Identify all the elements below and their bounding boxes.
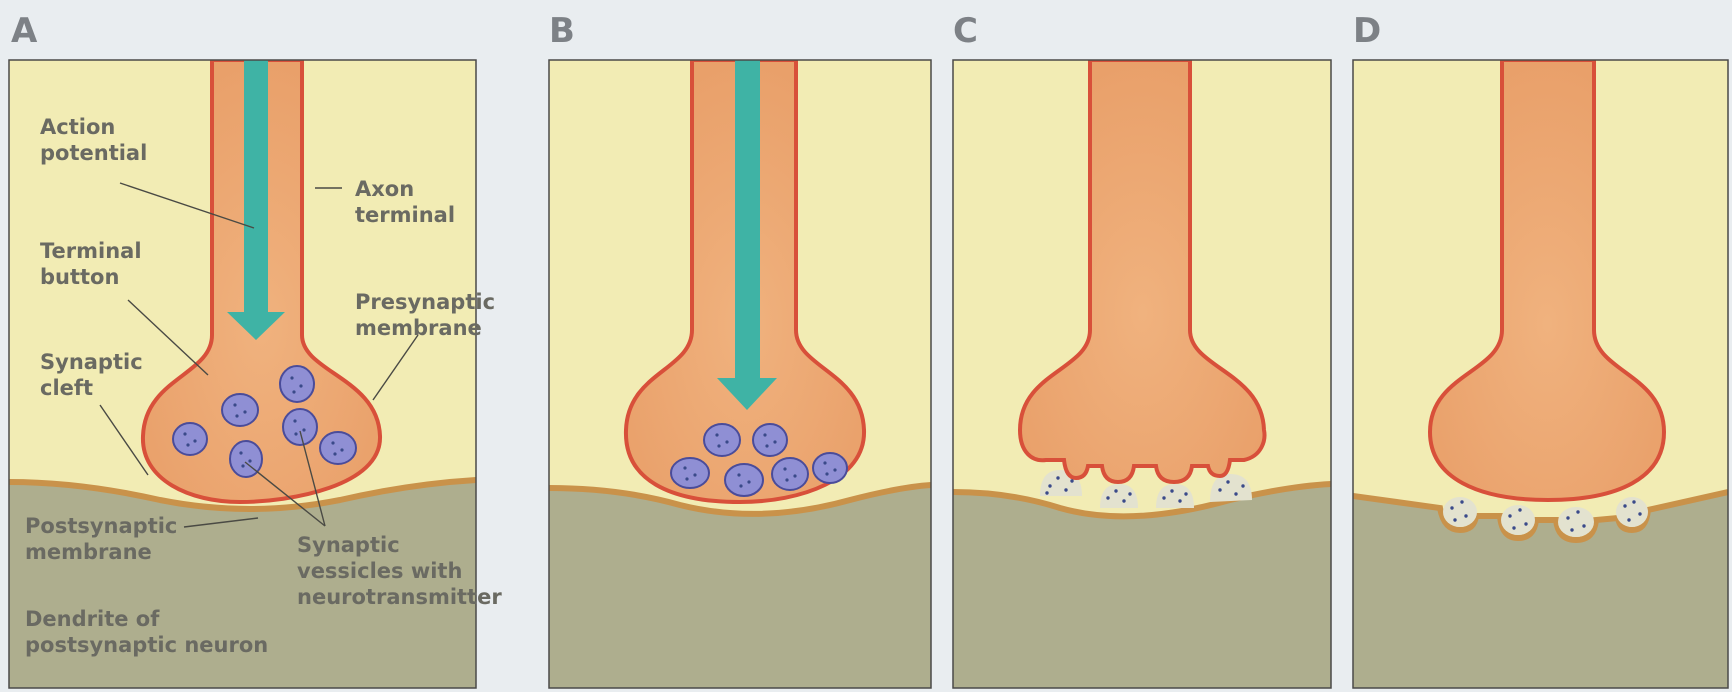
panel-letter-d: D: [1353, 11, 1381, 51]
panel-b: B: [549, 11, 931, 688]
panel-letter-c: C: [953, 11, 978, 51]
panel-letter-b: B: [549, 11, 575, 51]
panel-a: A: [9, 11, 502, 688]
panel-d: D: [1353, 11, 1728, 688]
panel-c: C: [953, 11, 1331, 688]
panel-letter-a: A: [11, 11, 38, 51]
